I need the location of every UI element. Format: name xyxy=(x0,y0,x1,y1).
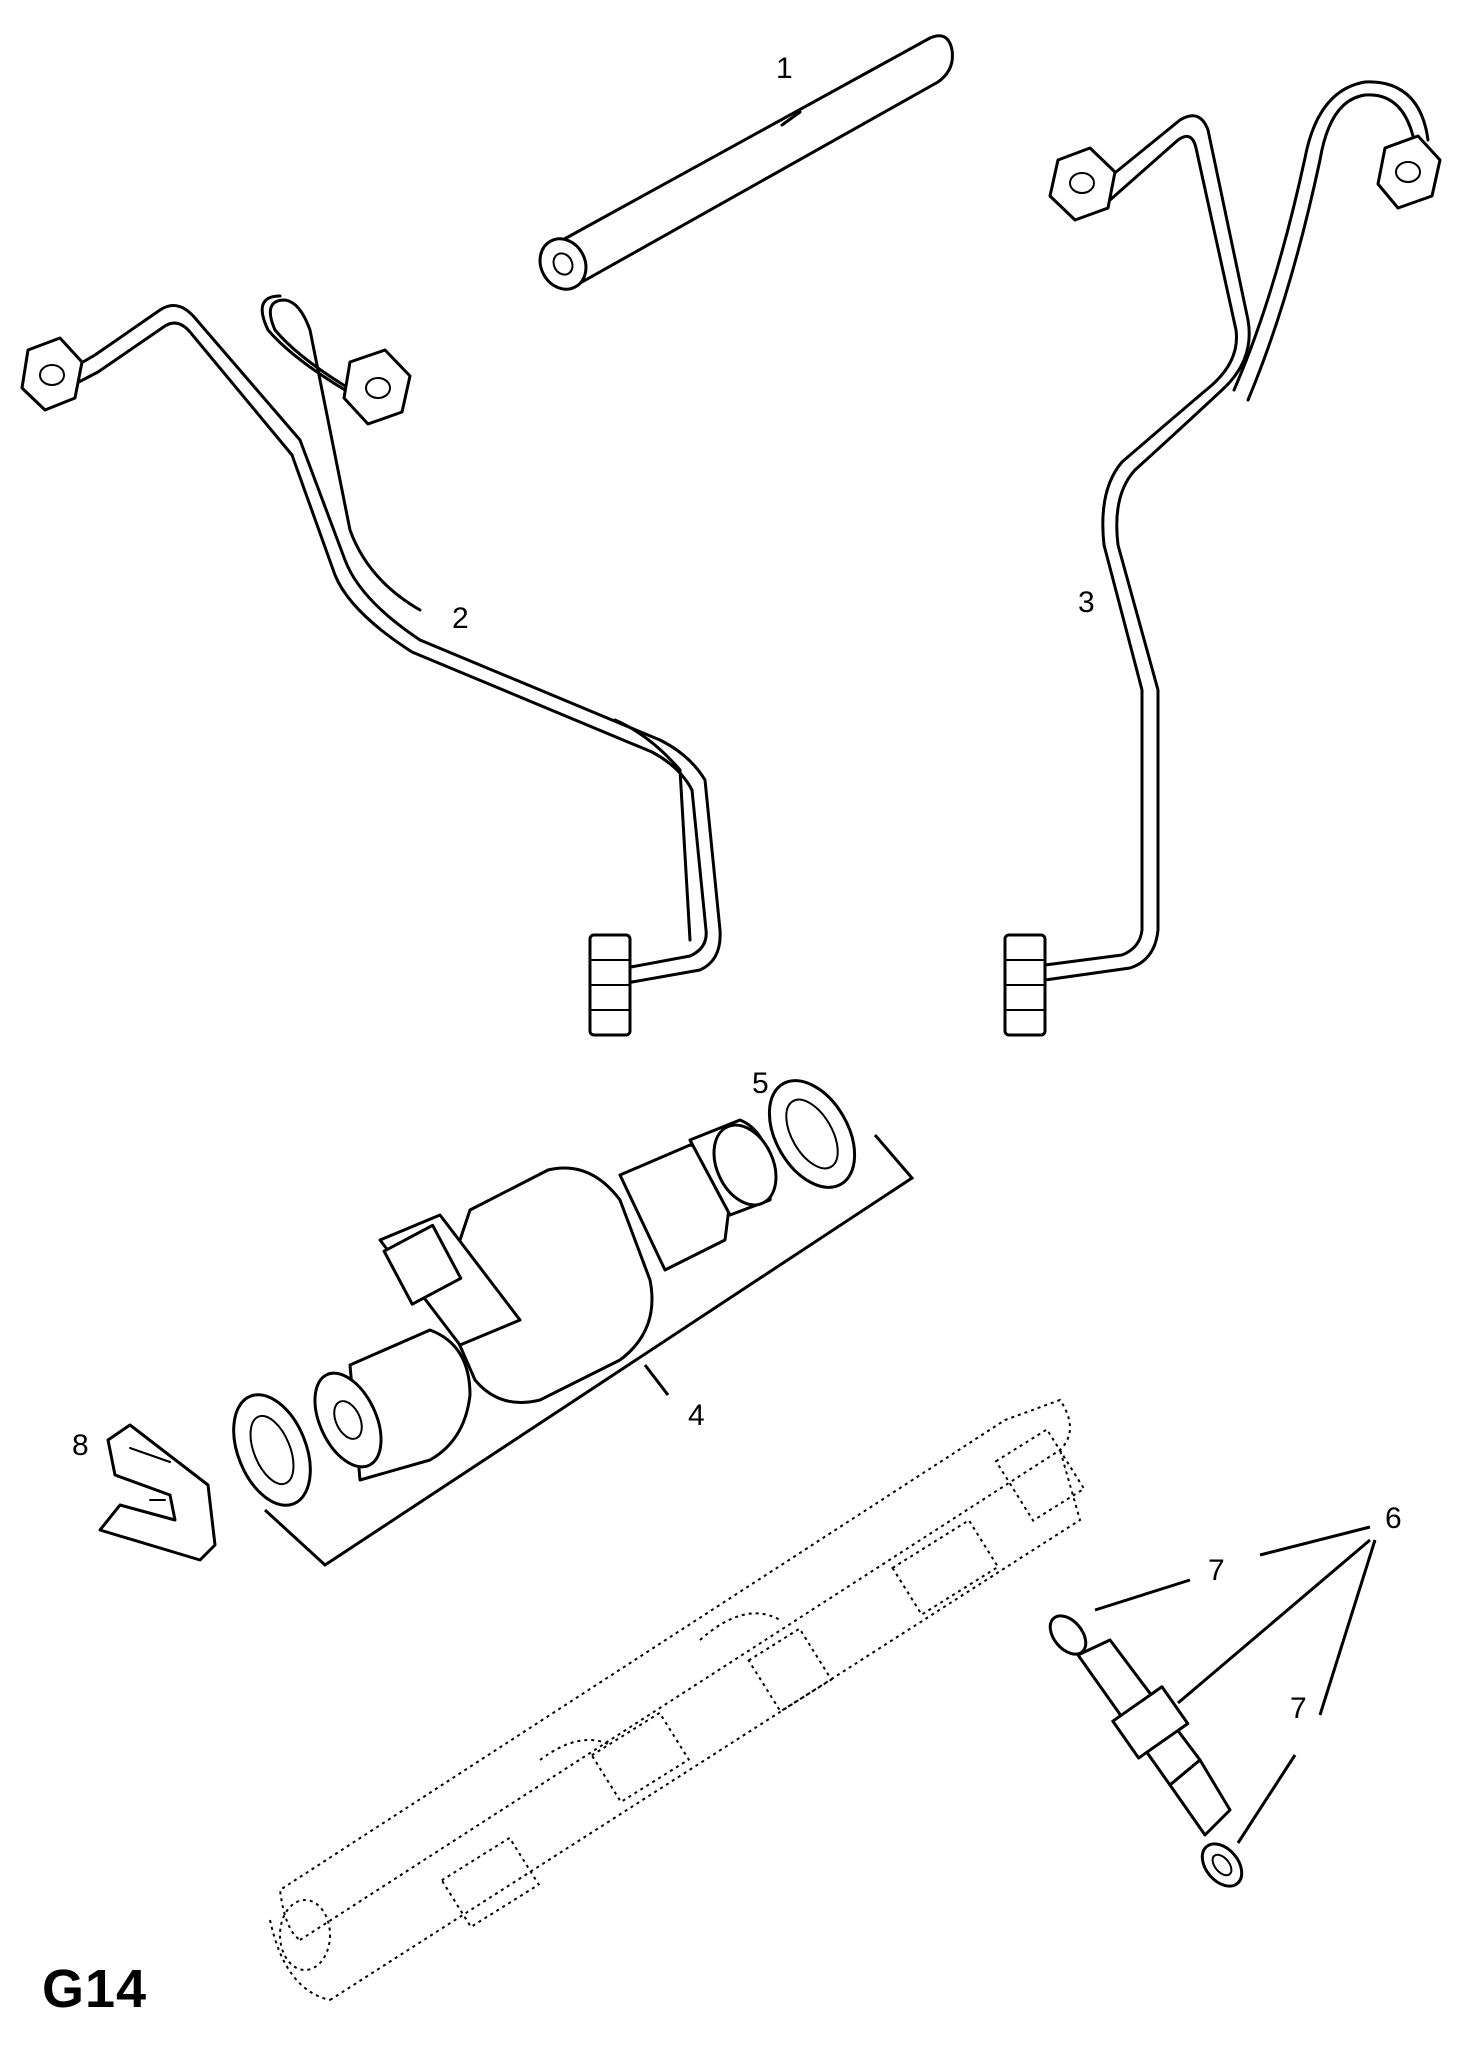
seal-ring-lower xyxy=(232,1393,312,1507)
seal-ring-part-5 xyxy=(767,1079,857,1189)
callout-4: 4 xyxy=(688,1399,705,1432)
leader-lines xyxy=(1094,1525,1377,1844)
callout-7-upper: 7 xyxy=(1208,1554,1225,1587)
callout-5: 5 xyxy=(752,1067,769,1100)
callout-6: 6 xyxy=(1385,1502,1402,1535)
callout-8: 8 xyxy=(72,1429,89,1462)
fuel-rail-outline xyxy=(269,1398,1086,2001)
callout-3: 3 xyxy=(1078,586,1095,619)
figure-code: G14 xyxy=(42,1959,148,2019)
callout-1: 1 xyxy=(776,52,793,85)
injector-pipe-part-2 xyxy=(20,294,722,1037)
callout-2: 2 xyxy=(452,602,469,635)
injector-part-6 xyxy=(1048,1614,1244,1888)
leader-part-4 xyxy=(643,1364,670,1396)
bracket-part-4 xyxy=(263,1134,915,1567)
retaining-clip-part-8 xyxy=(98,1423,217,1562)
injector-valve-part-4 xyxy=(313,1118,778,1482)
hose-part-1 xyxy=(538,34,954,291)
injector-pipe-part-3 xyxy=(1003,80,1442,1037)
callout-7-lower: 7 xyxy=(1290,1692,1307,1725)
